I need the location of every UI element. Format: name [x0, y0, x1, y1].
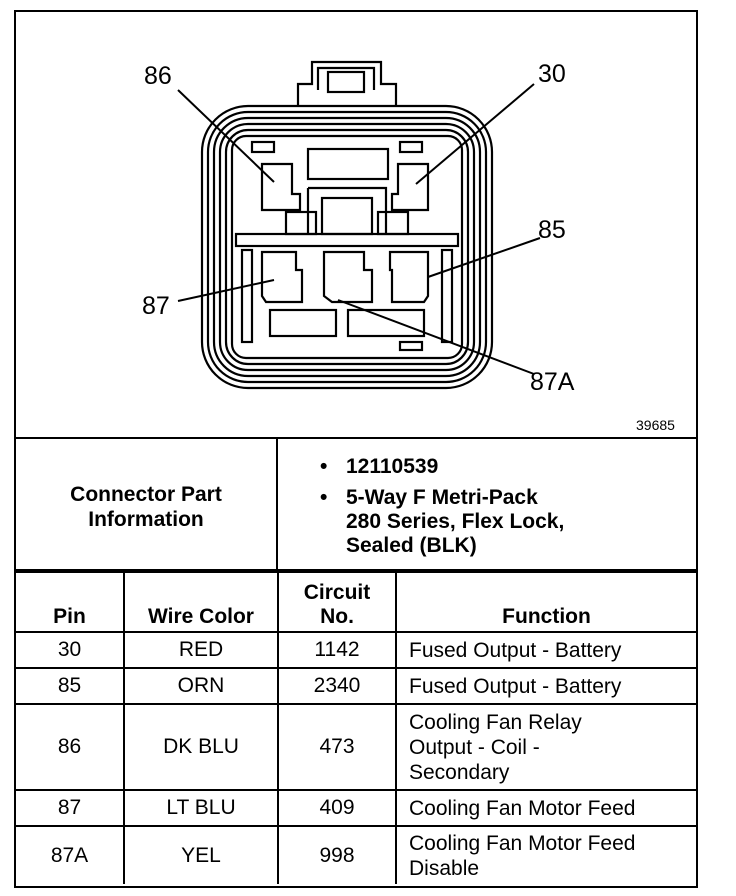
connector-part-information: Connector Part Information • 12110539 • … — [16, 437, 696, 571]
connector-latch — [296, 60, 398, 107]
cell-circuit: 1142 — [277, 631, 397, 669]
callout-30: 30 — [538, 60, 566, 88]
cavity-87 — [260, 250, 304, 304]
info-item-part-number: • 12110539 — [318, 455, 564, 479]
cell-function: Fused Output - Battery — [395, 667, 696, 705]
cell-function: Cooling Fan Motor Feed Disable — [395, 825, 696, 884]
header-circuit-no: Circuit No. — [277, 571, 397, 633]
cell-function: Cooling Fan Motor Feed — [395, 789, 696, 827]
part-number: 12110539 — [346, 455, 439, 478]
callout-87A: 87A — [530, 368, 575, 396]
cell-wire-color: RED — [123, 631, 279, 669]
cell-circuit: 473 — [277, 703, 397, 791]
connector-part-info-list: • 12110539 • 5-Way F Metri-Pack 280 Seri… — [318, 455, 564, 565]
cell-function: Cooling Fan Relay Output - Coil - Second… — [395, 703, 696, 791]
keying-slot-bottom-right — [346, 308, 426, 338]
callout-86: 86 — [144, 62, 172, 90]
figure-number: 39685 — [636, 417, 675, 433]
info-label-line: Information — [88, 508, 204, 531]
bullet-icon: • — [320, 455, 328, 478]
cell-wire-color: ORN — [123, 667, 279, 705]
table-row: 87A YEL 998 Cooling Fan Motor Feed Disab… — [16, 825, 696, 884]
header-circuit-line2: No. — [320, 605, 354, 628]
header-pin: Pin — [16, 571, 125, 633]
bullet-icon: • — [320, 486, 328, 509]
connector-housing-outer — [200, 104, 494, 390]
cell-wire-color: LT BLU — [123, 789, 279, 827]
info-item-connector-description: • 5-Way F Metri-Pack 280 Series, Flex Lo… — [318, 486, 564, 558]
cell-pin: 87A — [16, 825, 125, 884]
function-line: Disable — [409, 856, 480, 880]
connector-part-info-label: Connector Part Information — [16, 439, 278, 569]
cavity-85 — [388, 250, 430, 304]
cavity-87A — [322, 250, 374, 304]
header-function: Function — [395, 571, 696, 633]
description-line: 280 Series, Flex Lock, — [346, 510, 565, 533]
keying-slot-bottom-left — [268, 308, 338, 338]
callout-85: 85 — [538, 216, 566, 244]
cell-wire-color: YEL — [123, 825, 279, 884]
table-row: 87 LT BLU 409 Cooling Fan Motor Feed — [16, 789, 696, 827]
cavity-86 — [260, 162, 302, 212]
function-line: Cooling Fan Relay — [409, 710, 582, 734]
header-wire-color: Wire Color — [123, 571, 279, 633]
function-line: Output - Coil - — [409, 735, 540, 759]
cell-circuit: 409 — [277, 789, 397, 827]
connector-face-diagram: 86 30 85 87 87A 39685 — [142, 60, 675, 433]
table-row: 86 DK BLU 473 Cooling Fan Relay Output -… — [16, 703, 696, 791]
cavity-30 — [390, 162, 430, 212]
keying-slot-top — [306, 147, 390, 181]
cell-pin: 85 — [16, 667, 125, 705]
description-line: Sealed (BLK) — [346, 534, 477, 557]
connector-housing-inner — [230, 134, 464, 360]
cell-pin: 87 — [16, 789, 125, 827]
cell-circuit: 2340 — [277, 667, 397, 705]
cell-circuit: 998 — [277, 825, 397, 884]
cell-pin: 86 — [16, 703, 125, 791]
cell-function: Fused Output - Battery — [395, 631, 696, 669]
cell-wire-color: DK BLU — [123, 703, 279, 791]
header-circuit-line1: Circuit — [303, 581, 371, 604]
cell-pin: 30 — [16, 631, 125, 669]
description-line: 5-Way F Metri-Pack — [346, 486, 538, 509]
pin-table-header: Pin Wire Color Circuit No. Function — [16, 571, 696, 633]
info-label-line: Connector Part — [70, 483, 222, 506]
callout-87: 87 — [142, 292, 170, 320]
table-row: 30 RED 1142 Fused Output - Battery — [16, 631, 696, 669]
function-line: Secondary — [409, 760, 510, 784]
figure-frame — [14, 10, 698, 888]
pin-table: Pin Wire Color Circuit No. Function 30 R… — [16, 571, 696, 884]
table-row: 85 ORN 2340 Fused Output - Battery — [16, 667, 696, 705]
function-line: Cooling Fan Motor Feed — [409, 831, 636, 855]
